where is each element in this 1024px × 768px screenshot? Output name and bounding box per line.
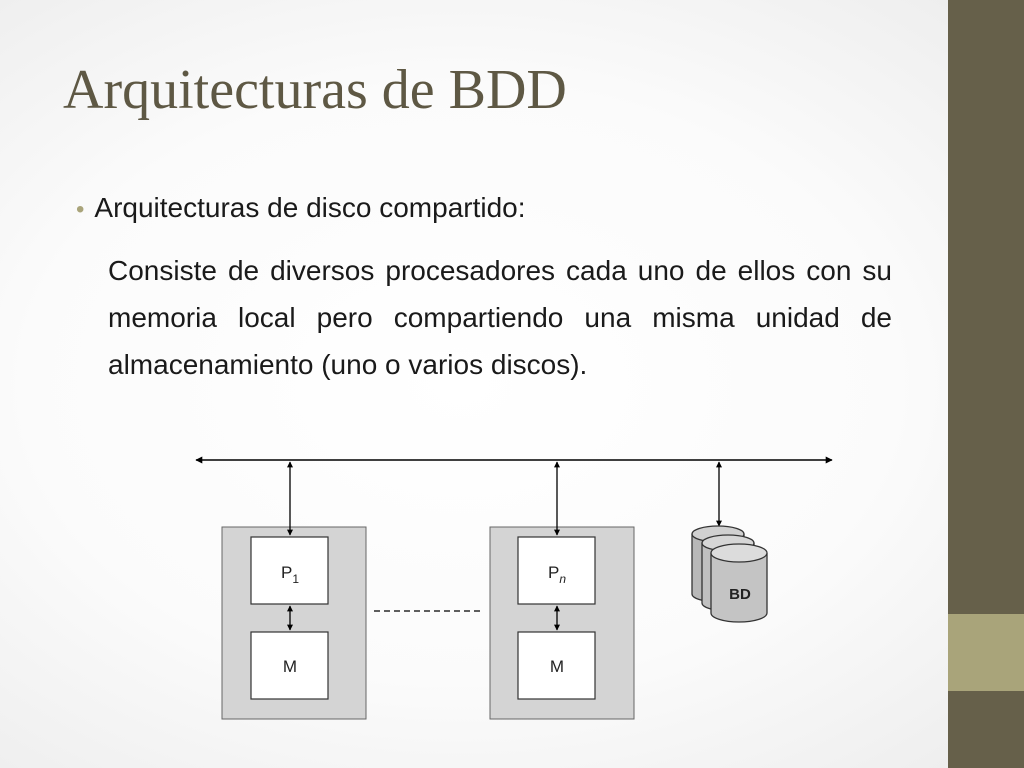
- node-n-processor-box: [517, 536, 596, 605]
- side-decoration-accent: [948, 614, 1024, 691]
- bullet-item: • Arquitecturas de disco compartido:: [76, 192, 526, 224]
- node-1-memory-box: [250, 631, 329, 700]
- node-n-memory-label: M: [550, 657, 564, 676]
- node-1-memory-label: M: [283, 657, 297, 676]
- node-n-processor-label: Pn: [548, 563, 566, 586]
- slide-title: Arquitecturas de BDD: [63, 59, 567, 121]
- database-cylinder-icon: BD: [691, 525, 768, 623]
- bullet-dot-icon: •: [76, 196, 85, 223]
- node-n: Pn M: [489, 461, 635, 720]
- node-1-processor-box: [250, 536, 329, 605]
- node-1: P1 M: [221, 461, 367, 720]
- bullet-text: Arquitecturas de disco compartido:: [94, 192, 526, 223]
- disk-label: BD: [729, 586, 751, 603]
- node-1-processor-label: P1: [281, 563, 299, 586]
- node-n-memory-box: [517, 631, 596, 700]
- description-paragraph: Consiste de diversos procesadores cada u…: [108, 255, 892, 380]
